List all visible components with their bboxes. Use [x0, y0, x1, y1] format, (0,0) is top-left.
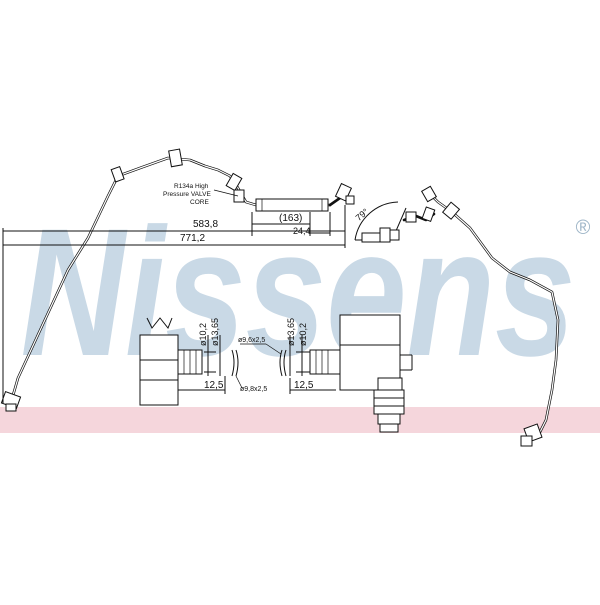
dim-length-to-valve: 583,8: [193, 219, 218, 230]
valve-note-line-1: R134a High: [174, 183, 209, 190]
dim-right-fitting-d1: ø13,65: [286, 318, 296, 346]
brand-registered-mark: ®: [576, 217, 591, 239]
valve-leader-line: [213, 189, 239, 197]
right-pipe-assembly: [420, 185, 560, 447]
dim-sleeve-length: (163): [279, 213, 302, 224]
dim-overall-length: 771,2: [180, 233, 205, 244]
dim-right-fitting-len: 12,5: [294, 380, 314, 391]
valve-note-line-2: Pressure VALVE: [163, 191, 211, 198]
dim-left-fitting-d2: ø13,65: [210, 318, 220, 346]
dim-left-fitting-d1: ø10,2: [198, 323, 208, 346]
dim-right-fitting-d2: ø10,2: [298, 323, 308, 346]
left-pipe-assembly: [0, 148, 355, 412]
left-fitting-detail: [139, 317, 226, 406]
valve-note-line-3: CORE: [190, 199, 209, 206]
dim-sleeve-offset: 24,4: [293, 226, 311, 236]
dim-o-ring-bottom: ø9,8x2,5: [240, 386, 267, 393]
right-fitting-detail: [289, 314, 413, 433]
dim-o-ring-top: ø9,6x2,5: [238, 337, 265, 344]
dimension-lines: [2, 205, 346, 403]
o-ring-detail: [231, 343, 287, 389]
brand-band: [0, 407, 600, 433]
angle-detail: [354, 201, 436, 243]
dim-left-fitting-len: 12,5: [204, 380, 224, 391]
